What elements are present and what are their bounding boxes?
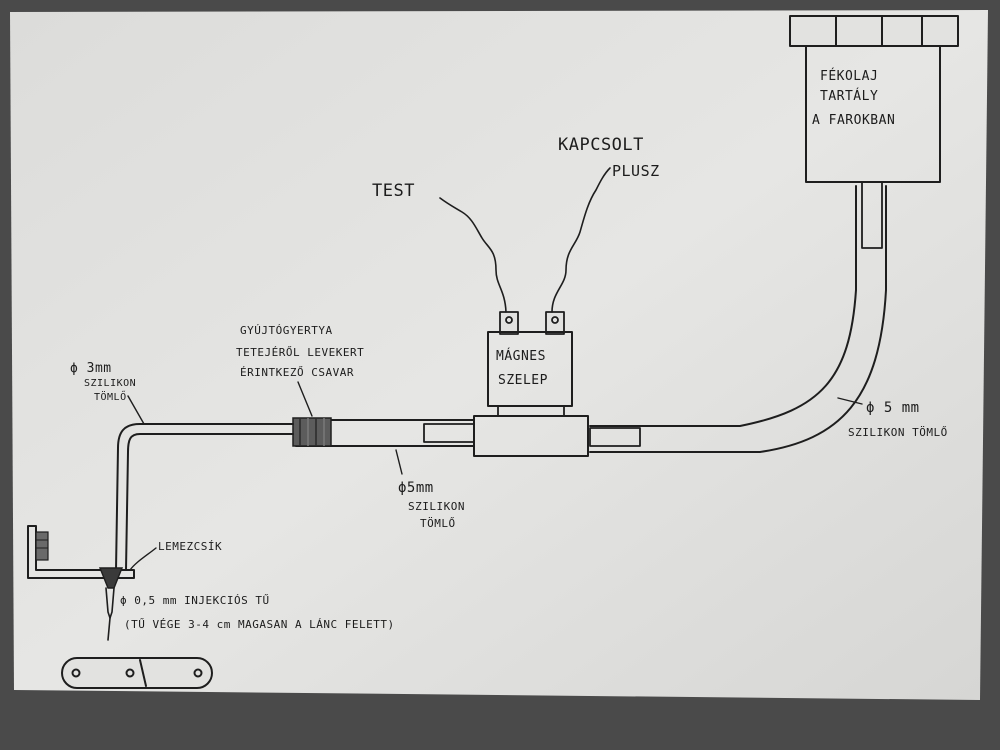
chain-link bbox=[61, 657, 213, 689]
silicon5-mid-line3: TÖMLŐ bbox=[420, 516, 456, 530]
spark-label-line3: ÉRINTKEZŐ CSAVAR bbox=[240, 365, 354, 379]
silicon3-line2: SZILIKON bbox=[84, 378, 136, 389]
label-plusz: PLUSZ bbox=[612, 162, 660, 180]
silicon3-line3: TÖMLŐ bbox=[94, 389, 127, 403]
tank-lid bbox=[789, 15, 959, 47]
silicon3-leader bbox=[127, 395, 145, 425]
injection-needle bbox=[98, 567, 124, 641]
silicon5-right-leader bbox=[837, 397, 863, 405]
silicon5-mid-line1: ϕ5mm bbox=[398, 480, 434, 496]
needle-note: (TŰ VÉGE 3-4 cm MAGASAN A LÁNC FELETT) bbox=[124, 617, 395, 631]
valve-left-nipple bbox=[423, 423, 475, 443]
silicon5-right-line2: SZILIKON TÖMLŐ bbox=[848, 425, 948, 439]
silicon5-mid-line2: SZILIKON bbox=[408, 500, 465, 513]
spark-leader bbox=[297, 381, 313, 417]
silicon3-line1: ϕ 3mm bbox=[70, 361, 112, 376]
label-lemez: LEMEZCSÍK bbox=[158, 540, 222, 553]
spark-contact-screw bbox=[292, 417, 332, 447]
wire-plusz bbox=[551, 167, 611, 313]
right-hose bbox=[589, 185, 887, 453]
needle-label: ϕ 0,5 mm INJEKCIÓS TŰ bbox=[120, 593, 270, 607]
valve-label-line2: SZELEP bbox=[498, 373, 548, 388]
paper-sheet bbox=[10, 10, 988, 700]
label-test: TEST bbox=[372, 181, 415, 201]
tank-label-line2: TARTÁLY bbox=[820, 88, 878, 104]
spark-label-line1: GYÚJTÓGYERTYA bbox=[240, 324, 333, 337]
label-kapcsolt: KAPCSOLT bbox=[558, 135, 644, 155]
mounting-bracket bbox=[27, 525, 135, 579]
valve-label-line1: MÁGNES bbox=[496, 348, 546, 364]
valve-terminals bbox=[499, 311, 565, 335]
tank-label-line1: FÉKOLAJ bbox=[820, 68, 878, 84]
tank-label-line3: A FAROKBAN bbox=[812, 113, 895, 128]
spark-label-line2: TETEJÉRŐL LEVEKERT bbox=[236, 345, 364, 359]
silicon5-right-line1: ϕ 5 mm bbox=[866, 400, 920, 416]
lemez-leader bbox=[129, 547, 157, 571]
wire-test bbox=[439, 197, 507, 313]
tank-outlet bbox=[861, 181, 883, 249]
silicon5-mid-leader bbox=[395, 449, 403, 475]
valve-right-nipple bbox=[589, 427, 641, 447]
thin-hose bbox=[115, 423, 294, 571]
